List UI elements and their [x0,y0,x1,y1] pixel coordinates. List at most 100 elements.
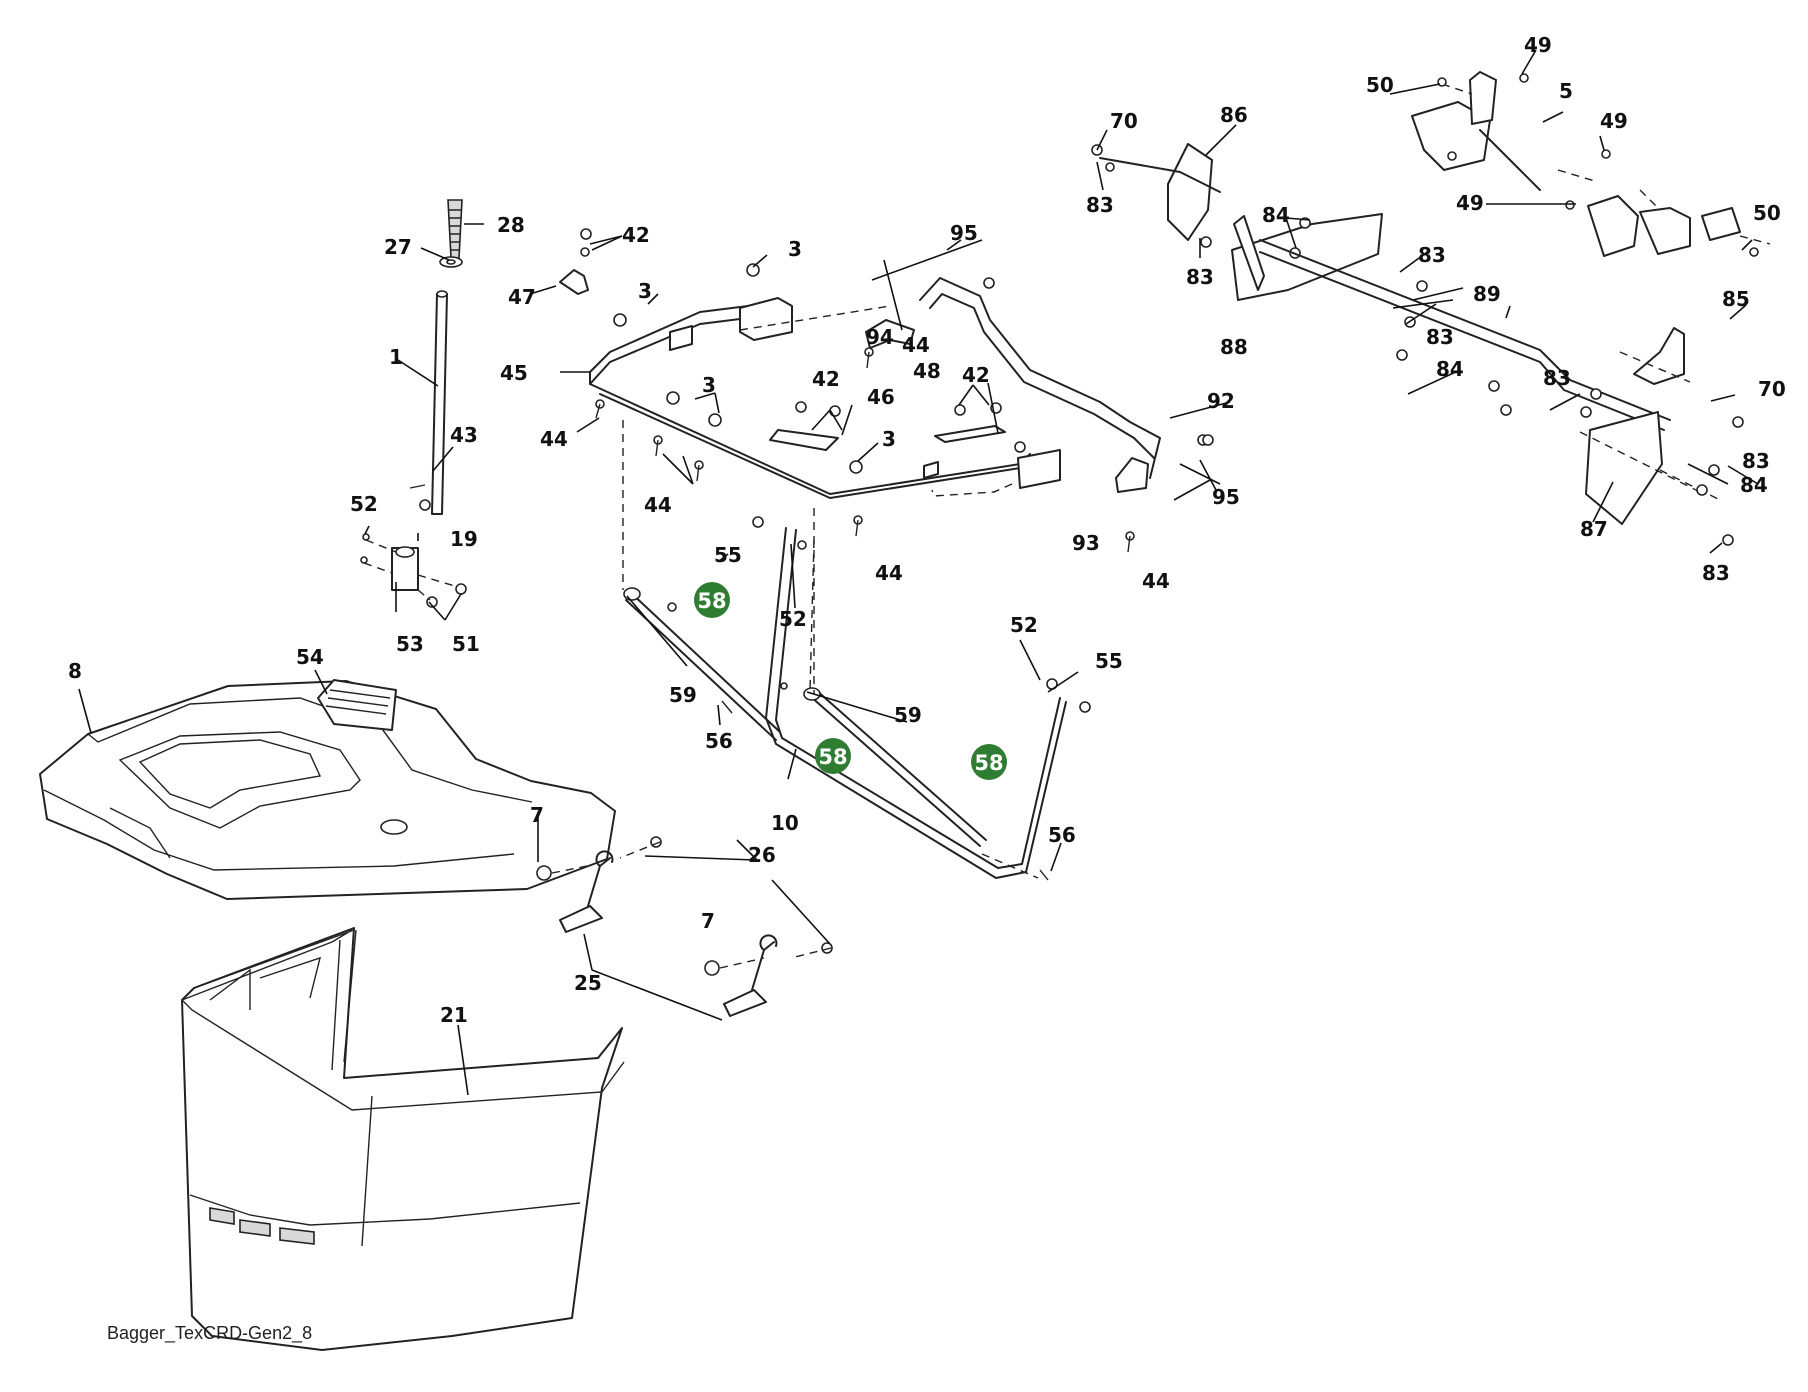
callout-label: 44 [540,427,568,451]
callout-label: 42 [812,367,840,391]
callout-label: 83 [1418,243,1446,267]
part-washer [439,256,463,268]
highlight-badge[interactable]: 58 [815,738,851,774]
part-lift-arm-10 [752,516,1067,879]
part-strip-48 [934,402,1006,443]
callout-label: 70 [1110,109,1138,133]
callout-label: 44 [1142,569,1170,593]
callout-label: 8 [68,659,82,683]
callout-label: 26 [748,843,776,867]
callout-label: 5 [1559,79,1573,103]
part-spring-25 [536,836,833,1017]
badge-label: 58 [974,751,1003,775]
callout-label: 52 [1010,613,1038,637]
callout-label: 54 [296,645,324,669]
callout-label: 10 [771,811,799,835]
callout-label: 3 [882,427,896,451]
diagram-caption: Bagger_TexCRD-Gen2_8 [107,1323,313,1343]
callout-labels: 28 27 1 43 52 19 53 51 8 54 42 47 3 3 3 … [68,33,1786,1027]
pins-56 [721,700,1049,881]
callout-label: 45 [500,361,528,385]
callout-label: 59 [669,683,697,707]
callout-label: 88 [1220,335,1248,359]
callout-label: 86 [1220,103,1248,127]
callout-label: 3 [788,237,802,261]
callout-label: 1 [389,345,403,369]
callout-label: 27 [384,235,412,259]
callout-label: 21 [440,1003,468,1027]
callout-label: 49 [1600,109,1628,133]
callout-label: 92 [1207,389,1235,413]
part-hook-93 [1115,457,1149,493]
part-link-59-right [780,678,1091,847]
part-vent-cover [317,679,397,731]
callout-label: 44 [875,561,903,585]
callout-label: 47 [508,285,536,309]
part-strip-46 [769,401,841,451]
callout-label: 19 [450,527,478,551]
callout-label: 52 [779,607,807,631]
callout-label: 7 [701,909,715,933]
part-bracket-47 [559,228,592,295]
callout-label: 87 [1580,517,1608,541]
part-handle-grip [447,199,463,259]
part-hitch-5 [1411,71,1771,257]
part-lift-rod [409,290,448,515]
part-bag [181,927,625,1351]
callout-label: 85 [1722,287,1750,311]
callout-label: 7 [530,803,544,827]
callout-label: 83 [1702,561,1730,585]
callout-label: 51 [452,632,480,656]
highlight-badge[interactable]: 58 [971,744,1007,780]
callout-label: 84 [1436,357,1464,381]
callout-label: 44 [644,493,672,517]
callout-label: 28 [497,213,525,237]
callout-label: 55 [1095,649,1123,673]
callout-label: 70 [1758,377,1786,401]
callout-label: 83 [1742,449,1770,473]
callout-label: 55 [714,543,742,567]
part-main-frame [589,297,1061,499]
callout-label: 95 [950,221,978,245]
badge-label: 58 [818,745,847,769]
callout-label: 83 [1086,193,1114,217]
callout-label: 49 [1456,191,1484,215]
part-plate-88 [1200,213,1428,301]
callout-label: 94 [866,325,894,349]
callout-label: 50 [1366,73,1394,97]
callout-label: 56 [1048,823,1076,847]
part-rear-rail [919,277,1209,479]
dashed-guides-frame [622,420,1039,879]
part-plate-87 [1579,327,1744,546]
callout-label: 95 [1212,485,1240,509]
callout-label: 53 [396,632,424,656]
callout-label: 3 [638,279,652,303]
callout-label: 83 [1186,265,1214,289]
callout-label: 56 [705,729,733,753]
callout-label: 83 [1543,366,1571,390]
highlight-badge[interactable]: 58 [694,582,730,618]
badge-label: 58 [697,589,726,613]
callout-label: 84 [1740,473,1768,497]
callout-label: 44 [902,333,930,357]
callout-label: 42 [622,223,650,247]
part-bagger-lid [39,680,616,900]
part-pivot-bracket [360,499,467,608]
callout-label: 25 [574,971,602,995]
callout-label: 59 [894,703,922,727]
callout-label: 46 [867,385,895,409]
callout-label: 3 [702,373,716,397]
callout-label: 48 [913,359,941,383]
callout-label: 84 [1262,203,1290,227]
callout-label: 43 [450,423,478,447]
callout-label: 93 [1072,531,1100,555]
callout-label: 50 [1753,201,1781,225]
callout-label: 52 [350,492,378,516]
hardware-screws-3-44-95 [595,263,1214,553]
callout-label: 83 [1426,325,1454,349]
callout-label: 42 [962,363,990,387]
callout-leaders [78,49,1759,1096]
callout-label: 89 [1473,282,1501,306]
